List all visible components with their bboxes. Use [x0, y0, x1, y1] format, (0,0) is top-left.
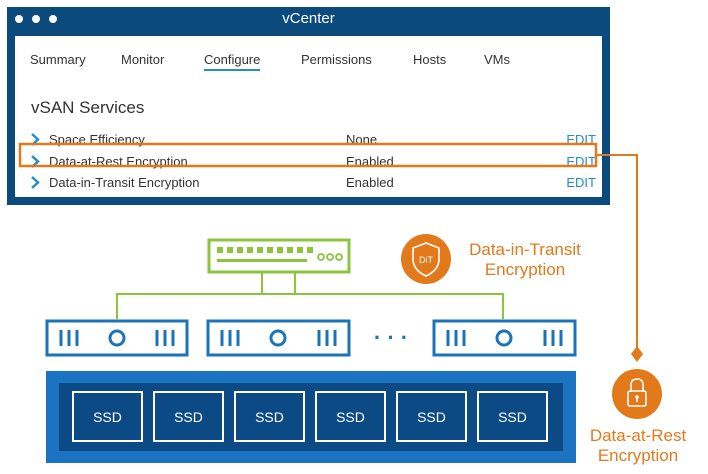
network-switch	[207, 238, 351, 274]
transit-label-line2: Encryption	[484, 260, 566, 279]
window-title: vCenter	[282, 10, 335, 27]
ssd-label: SSD	[498, 409, 527, 425]
ssd-label: SSD	[174, 409, 203, 425]
data-in-transit-badge: DiT	[401, 234, 451, 284]
host-server-2	[206, 319, 351, 357]
ssd-disk: SSD	[153, 391, 224, 442]
service-row-data-in-transit[interactable]: Data-in-Transit Encryption Enabled EDIT	[15, 173, 602, 193]
data-at-rest-label: Data-at-Rest Encryption	[578, 426, 698, 466]
dit-badge-text: DiT	[419, 255, 433, 265]
rest-label-line1: Data-at-Rest	[589, 426, 687, 445]
host-server-3	[432, 319, 577, 357]
tab-configure[interactable]: Configure	[204, 52, 261, 71]
rest-label-line2: Encryption	[597, 446, 679, 465]
highlight-box	[18, 142, 598, 168]
data-in-transit-label: Data-in-Transit Encryption	[452, 240, 598, 280]
network-links	[116, 272, 504, 319]
tab-monitor[interactable]: Monitor	[121, 52, 165, 67]
ssd-disk: SSD	[477, 391, 548, 442]
tab-vms[interactable]: VMs	[484, 52, 510, 67]
edit-link[interactable]: EDIT	[566, 175, 596, 190]
lock-icon	[627, 378, 647, 407]
ssd-label: SSD	[93, 409, 122, 425]
shield-icon	[412, 242, 440, 277]
host-server-1	[45, 319, 189, 357]
tab-permissions[interactable]: Permissions	[301, 52, 372, 67]
connector-diamond	[631, 346, 643, 362]
ssd-disks: SSD SSD SSD SSD SSD SSD	[72, 391, 548, 442]
ssd-label: SSD	[255, 409, 284, 425]
window-close-dot[interactable]	[15, 15, 23, 23]
service-value: Enabled	[346, 175, 394, 190]
tab-summary[interactable]: Summary	[30, 52, 86, 67]
data-at-rest-badge	[612, 369, 662, 419]
window-maximize-dot[interactable]	[49, 15, 57, 23]
connector-line	[596, 154, 638, 352]
window-minimize-dot[interactable]	[32, 15, 40, 23]
ssd-disk: SSD	[234, 391, 305, 442]
more-hosts-ellipsis: · · ·	[374, 325, 408, 350]
section-title: vSAN Services	[31, 98, 145, 117]
ssd-disk: SSD	[315, 391, 386, 442]
ssd-label: SSD	[417, 409, 446, 425]
service-label: Data-in-Transit Encryption	[49, 175, 200, 190]
window-titlebar: vCenter	[7, 7, 610, 31]
ssd-disk: SSD	[72, 391, 143, 442]
ssd-label: SSD	[336, 409, 365, 425]
ssd-disk: SSD	[396, 391, 467, 442]
transit-label-line1: Data-in-Transit	[469, 240, 581, 259]
chevron-right-icon[interactable]	[29, 176, 42, 189]
tab-hosts[interactable]: Hosts	[413, 52, 447, 67]
